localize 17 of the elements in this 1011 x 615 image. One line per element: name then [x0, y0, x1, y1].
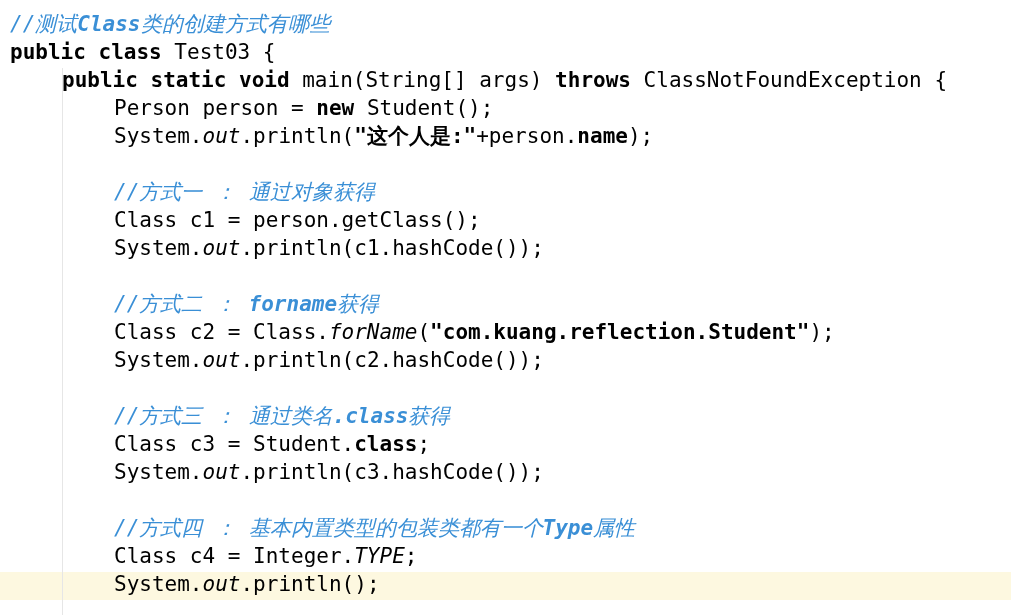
- code-line: System.out.println(c1.hashCode());: [114, 235, 544, 262]
- code-line: public static void main(String[] args) throws ClassNotFoundException {: [62, 67, 948, 94]
- code-comment: //方式三 ： 通过类名.class获得: [114, 403, 451, 430]
- code-comment: //测试Class类的创建方式有哪些: [10, 11, 330, 38]
- code-line: System.out.println();: [114, 571, 380, 598]
- code-comment: //方式四 ： 基本内置类型的包装类都有一个Type属性: [114, 515, 636, 542]
- code-line: Person person = new Student();: [114, 95, 494, 122]
- code-line: System.out.println(c2.hashCode());: [114, 347, 544, 374]
- code-comment: //方式二 ： forname获得: [114, 291, 380, 318]
- code-line: public class Test03 {: [10, 39, 276, 66]
- code-comment: //方式一 ： 通过对象获得: [114, 179, 375, 206]
- code-line: System.out.println(c3.hashCode());: [114, 459, 544, 486]
- code-line: Class c1 = person.getClass();: [114, 207, 481, 234]
- code-line: System.out.println("这个人是:"+person.name);: [114, 123, 654, 150]
- code-line: Class c3 = Student.class;: [114, 431, 431, 458]
- code-line: Class c4 = Integer.TYPE;: [114, 543, 418, 570]
- code-line: Class c2 = Class.forName("com.kuang.reflection.Student");: [114, 319, 835, 346]
